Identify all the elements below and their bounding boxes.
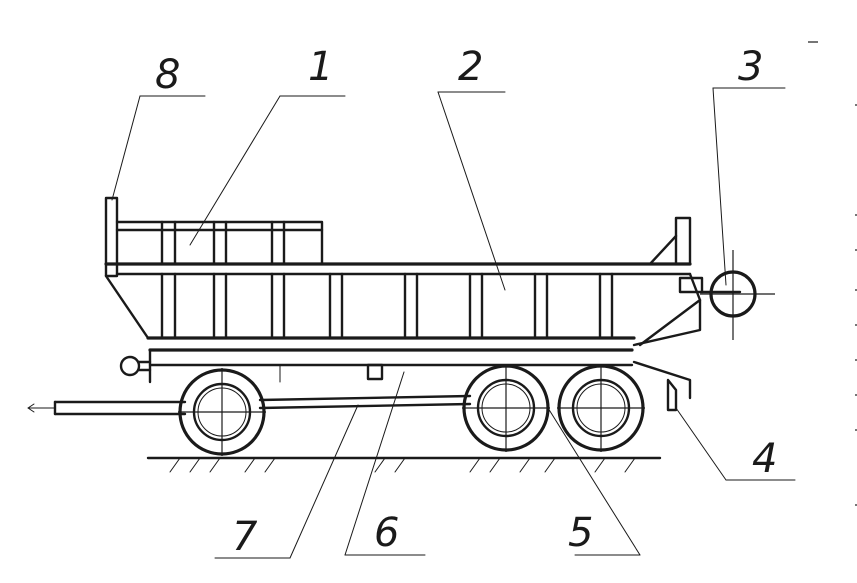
callout-6: 6 — [374, 510, 399, 556]
drawbar — [27, 400, 187, 416]
leader-lines — [111, 87, 796, 559]
callout-8: 8 — [155, 52, 180, 98]
rear-mechanism — [632, 276, 742, 412]
middle-wheel — [462, 364, 550, 452]
rear-hitch — [700, 250, 775, 340]
front-hitch — [119, 355, 152, 377]
rear-wheel — [557, 364, 645, 452]
callout-5: 5 — [568, 510, 593, 556]
callout-labels: 8 1 2 3 4 5 6 7 — [155, 44, 777, 560]
front-wheel — [178, 368, 266, 456]
callout-2: 2 — [458, 44, 483, 90]
callout-7: 7 — [232, 514, 258, 560]
dump-body — [104, 196, 702, 347]
callout-4: 4 — [752, 436, 777, 482]
frame — [148, 348, 634, 410]
callout-3: 3 — [738, 44, 763, 90]
margin-marks — [808, 41, 857, 506]
ground — [146, 456, 662, 473]
callout-1: 1 — [308, 44, 333, 90]
